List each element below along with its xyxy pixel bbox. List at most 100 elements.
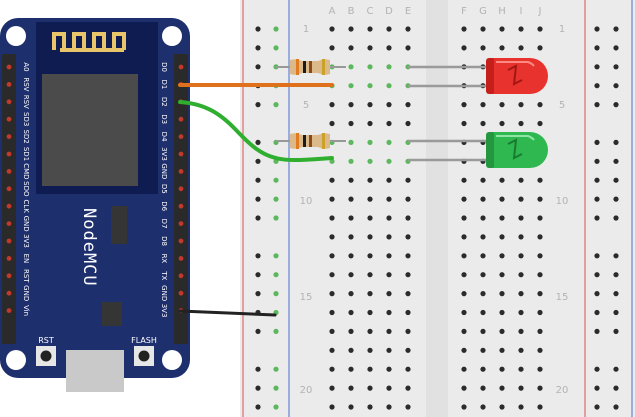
pin-label: D0 [160,62,168,72]
header-pin [178,203,184,209]
breadboard-hole [461,291,467,297]
breadboard-hole [537,347,543,353]
breadboard-hole [461,45,467,51]
breadboard-hole [480,291,486,297]
breadboard-hole [405,120,411,127]
pin-label: D7 [160,219,168,229]
breadboard-hole [405,347,411,353]
breadboard-hole [348,102,354,108]
pin-label: RSV [22,77,30,91]
breadboard-hole [480,120,486,127]
pin-label: D6 [160,201,168,211]
breadboard-hole [480,253,486,259]
breadboard-hole [499,177,505,183]
breadboard-hole [386,328,392,334]
breadboard-hole [461,309,467,316]
breadboard-hole [348,309,354,316]
header-pin [178,273,184,279]
breadboard-hole [499,234,505,240]
pin-label: Vin [22,305,30,316]
breadboard-hole [329,234,335,240]
wire-green[interactable] [178,100,334,163]
pin-label: TX [160,270,168,280]
breadboard-hole [367,177,373,183]
rail-hole [255,139,261,145]
pin-label: RST [22,269,30,283]
rail-hole [594,309,600,316]
row-number: 5 [559,100,565,111]
pin-label: CLK [22,200,30,214]
breadboard-hole [329,347,335,353]
breadboard: A B C D E F G H I J 1 5 10 15 20 1 5 10 … [240,0,635,417]
center-channel [426,0,448,417]
breadboard-hole [405,309,411,316]
breadboard-hole [480,309,486,316]
breadboard-hole [329,272,335,278]
row-number: 15 [300,292,313,303]
column-letter: E [405,6,411,17]
rail-hole [613,177,619,183]
rail-hole [273,328,279,334]
pin-label: EN [22,254,30,264]
breadboard-hole [329,26,335,32]
pin-label: 3V3 [22,234,30,248]
breadboard-hole [386,45,392,51]
rail-hole [255,272,261,278]
led-green[interactable] [408,132,548,168]
rail-hole [613,45,619,51]
pin-label: 3V3 [160,147,168,161]
rail-hole [613,102,619,108]
header-pin [6,273,12,279]
pin-label: RSV [22,95,30,109]
breadboard-hole [518,177,524,183]
header-pin [178,151,184,157]
breadboard-hole [348,83,354,89]
breadboard-hole [329,366,335,372]
breadboard-hole [386,64,392,70]
breadboard-hole [405,385,411,391]
rail-hole [613,309,619,316]
rail-hole [594,102,600,108]
breadboard-hole [386,253,392,259]
breadboard-hole [348,45,354,51]
breadboard-hole [480,177,486,183]
breadboard-hole [518,215,524,221]
breadboard-hole [518,253,524,259]
breadboard-hole [348,120,354,127]
breadboard-hole [537,404,543,410]
pin-label: D3 [160,114,168,124]
breadboard-hole [499,102,505,108]
breadboard-hole [367,196,373,202]
breadboard-hole [461,253,467,259]
flash-button[interactable] [134,346,154,366]
breadboard-hole [518,291,524,297]
breadboard-hole [499,309,505,316]
resistor-1[interactable] [276,59,346,75]
rail-hole [255,158,261,164]
header-pin [6,82,12,87]
breadboard-hole [518,120,524,127]
led-red[interactable] [408,58,548,94]
rst-button[interactable] [36,346,56,366]
resistor-2[interactable] [276,133,346,149]
pin-label: 3V3 [160,304,168,318]
rail-hole [613,366,619,372]
rail-hole [594,215,600,221]
header-pin [178,134,184,140]
breadboard-hole [367,253,373,259]
pin-header-left [2,54,16,344]
breadboard-hole [537,309,543,316]
breadboard-hole [329,120,335,127]
breadboard-hole [329,45,335,51]
rail-hole [594,45,600,51]
breadboard-hole [499,45,505,51]
breadboard-hole [405,328,411,334]
breadboard-hole [367,291,373,297]
column-letter: F [461,6,467,17]
breadboard-hole [461,404,467,410]
column-letter: A [329,6,336,17]
breadboard-hole [537,102,543,108]
breadboard-hole [461,366,467,372]
rail-hole [255,64,261,70]
wire-black[interactable] [178,309,277,317]
